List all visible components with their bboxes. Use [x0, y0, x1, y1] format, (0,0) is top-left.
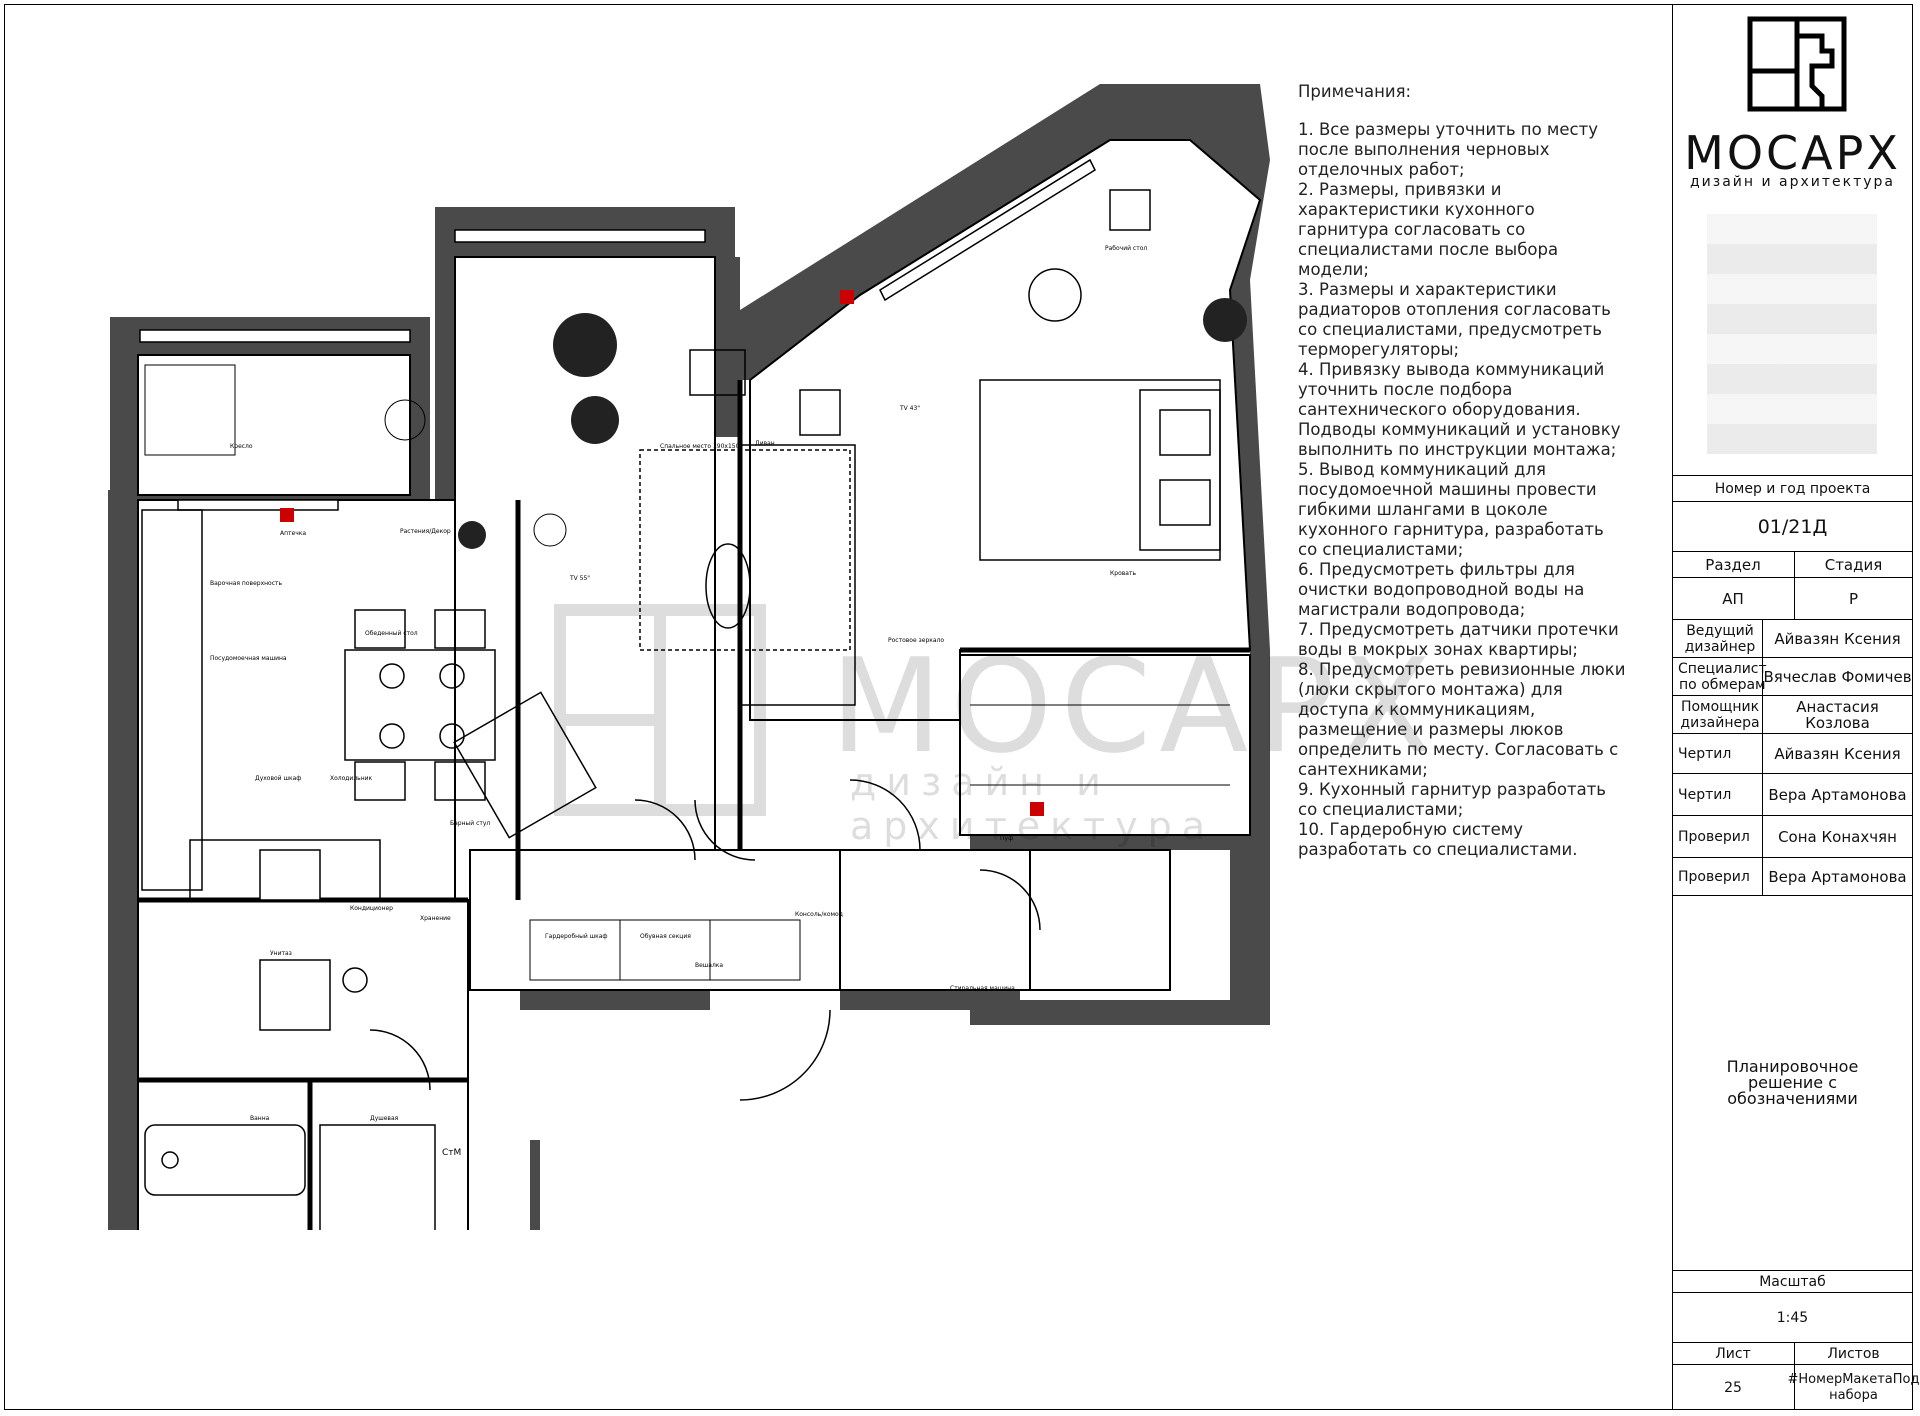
- sheets-value: #НомерМакетаПод набора: [1788, 1364, 1919, 1410]
- label-storage: Хранение: [420, 915, 451, 922]
- cell-divider: [1794, 1342, 1795, 1410]
- logo-name: МОСАРХ: [1684, 126, 1901, 180]
- dining-table: [344, 609, 496, 801]
- stage-label: Стадия: [1794, 551, 1913, 577]
- logo-plan-icon: [1747, 16, 1847, 112]
- note-item: 4. Привязку вывода коммуникаций уточнить…: [1298, 360, 1621, 459]
- label-conditioner: Кондиционер: [350, 905, 393, 912]
- notes-block: Примечания: 1. Все размеры уточнить по м…: [1298, 82, 1628, 860]
- section-label: Раздел: [1672, 551, 1794, 577]
- utility: [839, 849, 1031, 991]
- note-item: 5. Вывод коммуникаций для посудомоечной …: [1298, 460, 1604, 559]
- title-block: [1672, 4, 1913, 1410]
- sofa: [739, 444, 856, 706]
- note-item: 6. Предусмотреть фильтры для очистки вод…: [1298, 560, 1585, 619]
- notes-title: Примечания:: [1298, 82, 1412, 101]
- sheet-label: Лист: [1672, 1342, 1794, 1364]
- label-tv-living: TV 55": [569, 575, 590, 582]
- stage-value: Р: [1794, 577, 1913, 619]
- blurred-client-info: [1707, 214, 1877, 454]
- drafter-value: Айвазян Ксения: [1762, 733, 1913, 773]
- company-logo: МОСАРХ дизайн и архитектура: [1672, 4, 1913, 474]
- rooms: [137, 139, 1262, 1230]
- label-first-aid: Аптечка: [280, 530, 306, 537]
- label-wm: СтМ: [442, 1148, 461, 1158]
- note-item: 2. Размеры, привязки и характеристики ку…: [1298, 180, 1559, 279]
- lead-designer-value: Айвазян Ксения: [1762, 619, 1913, 657]
- note-item: 9. Кухонный гарнитур разработать со спец…: [1298, 780, 1607, 819]
- logo-subtitle: дизайн и архитектура: [1689, 174, 1896, 190]
- project-number-label: Номер и год проекта: [1672, 475, 1913, 501]
- label-shoes: Обувная секция: [640, 933, 691, 940]
- measure-specialist-label: Специалист по обмерам: [1672, 657, 1767, 695]
- floor-plan: Обеденный стол Диван Спальное место 190х…: [108, 84, 1270, 1230]
- label-wc: Унитаз: [270, 950, 292, 957]
- assistant-label: Помощник дизайнера: [1672, 695, 1762, 733]
- label-dining-table: Обеденный стол: [365, 630, 418, 637]
- note-item: 8. Предусмотреть ревизионные люки (люки …: [1298, 660, 1626, 779]
- sheets-label: Листов: [1794, 1342, 1913, 1364]
- label-oven: Духовой шкаф: [255, 775, 301, 782]
- drafter2-label: Чертил: [1672, 773, 1762, 815]
- label-tv-bed: TV 43": [899, 405, 920, 412]
- checker2-value: Вера Артамонова: [1762, 857, 1913, 895]
- windows: [139, 158, 1096, 511]
- label-mirror: Ростовое зеркало: [888, 637, 944, 644]
- note-item: 7. Предусмотреть датчики протечки воды в…: [1298, 620, 1619, 659]
- label-pouf: Пуф: [1000, 835, 1013, 842]
- note-item: 10. Гардеробную систему разработать со с…: [1298, 820, 1578, 859]
- label-dishwasher: Посудомоечная машина: [210, 655, 287, 662]
- checker2-label: Проверил: [1672, 857, 1762, 895]
- sheet-value: 25: [1672, 1364, 1794, 1410]
- label-hanger: Вешалка: [695, 962, 723, 969]
- sheet-title: Планировочное решение с обозначениями: [1672, 895, 1913, 1270]
- label-fridge: Холодильник: [330, 775, 373, 782]
- label-wardrobe: Гардеробный шкаф: [545, 933, 608, 940]
- label-sleep-place: Спальное место 190х150: [660, 443, 740, 450]
- label-cooktop: Варочная поверхность: [210, 580, 283, 587]
- label-bed: Кровать: [1110, 570, 1136, 577]
- label-plants: Растения/Декор: [400, 528, 451, 535]
- label-bath: Ванна: [250, 1115, 270, 1122]
- measure-specialist-value: Вячеслав Фомичев: [1762, 657, 1913, 695]
- cell-divider: [1794, 551, 1795, 619]
- note-item: 3. Размеры и характеристики радиаторов о…: [1298, 280, 1611, 359]
- label-sofa: Диван: [755, 440, 775, 447]
- label-console: Консоль/комод: [795, 911, 843, 918]
- scale-value: 1:45: [1672, 1292, 1913, 1342]
- checker-value: Сона Конахчян: [1762, 815, 1913, 857]
- project-number-value: 01/21Д: [1672, 501, 1913, 551]
- note-item: 1. Все размеры уточнить по месту после в…: [1298, 120, 1598, 179]
- bed: [979, 379, 1221, 561]
- bedroom: [749, 139, 1262, 721]
- lead-designer-label: Ведущий дизайнер: [1672, 619, 1762, 657]
- section-value: АП: [1672, 577, 1794, 619]
- drafter-label: Чертил: [1672, 733, 1762, 773]
- label-bar-stool: Барный стул: [450, 820, 490, 827]
- checker-label: Проверил: [1672, 815, 1762, 857]
- label-shower: Душевая: [370, 1115, 399, 1122]
- drafter2-value: Вера Артамонова: [1762, 773, 1913, 815]
- label-desk: Рабочий стол: [1105, 245, 1147, 252]
- wardrobe-room: [959, 654, 1251, 836]
- assistant-value: Анастасия Козлова: [1762, 695, 1913, 733]
- label-armchair: Кресло: [230, 443, 253, 450]
- label-washer: Стиральная машина: [950, 985, 1015, 992]
- cell-divider: [1762, 619, 1763, 895]
- bathrooms: [137, 899, 469, 1230]
- scale-label: Масштаб: [1672, 1270, 1913, 1292]
- sheet-frame: [4, 4, 1913, 1410]
